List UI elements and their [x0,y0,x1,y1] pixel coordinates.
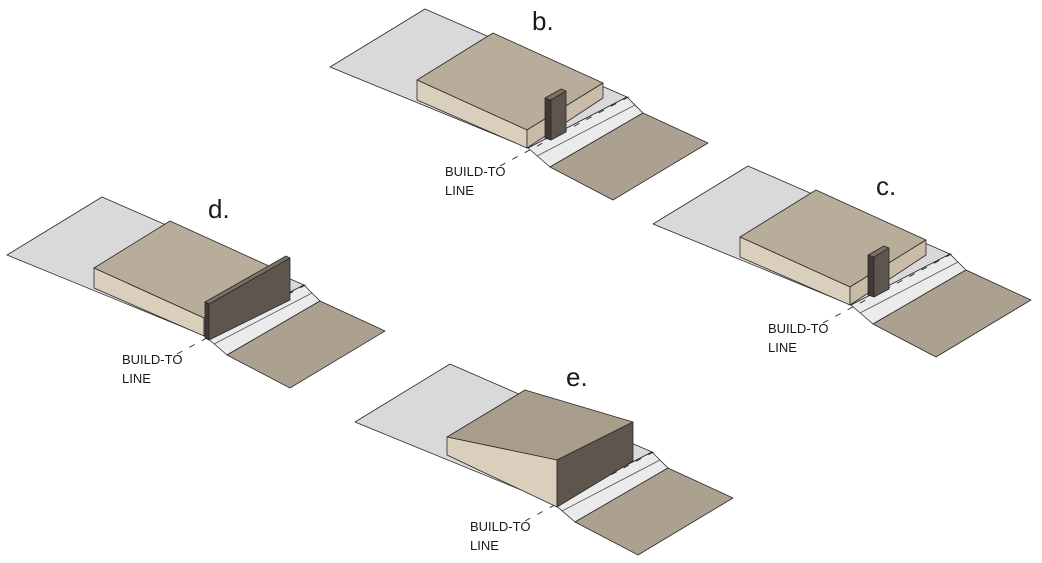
build-to-label-line2: LINE [122,371,151,386]
build-to-label-line2: LINE [470,538,499,553]
build-to-label: BUILD-TO [768,321,828,336]
pillar-side [867,254,875,298]
pillar-top [544,88,567,101]
curb-line [561,459,661,512]
pillar-top [867,245,890,258]
wall-top [204,255,291,305]
build-to-label: BUILD-TO [122,352,182,367]
diagram-c: BUILD-TO LINE [652,165,1032,358]
curb-line [859,261,959,314]
street [574,467,734,556]
street [549,112,709,201]
diagram-letter: d. [208,194,230,224]
diagram-letter: c. [876,171,896,201]
build-to-label-line2: LINE [768,340,797,355]
pillar-side [544,97,552,141]
build-to-label: BUILD-TO [470,519,530,534]
diagram-letter: e. [566,362,588,392]
wall-side [204,301,210,341]
building-street-face [556,421,634,508]
street [872,269,1032,358]
build-to-label-line2: LINE [445,183,474,198]
diagram-letter: b. [532,6,554,36]
street [226,300,386,389]
curb-line [536,104,636,157]
curb-line [213,292,313,345]
build-to-label: BUILD-TO [445,164,505,179]
diagram-b: BUILD-TO LINE [329,8,709,201]
diagram-d: BUILD-TO LINE [6,196,386,389]
diagram-e: BUILD-TO LINE [354,363,734,556]
